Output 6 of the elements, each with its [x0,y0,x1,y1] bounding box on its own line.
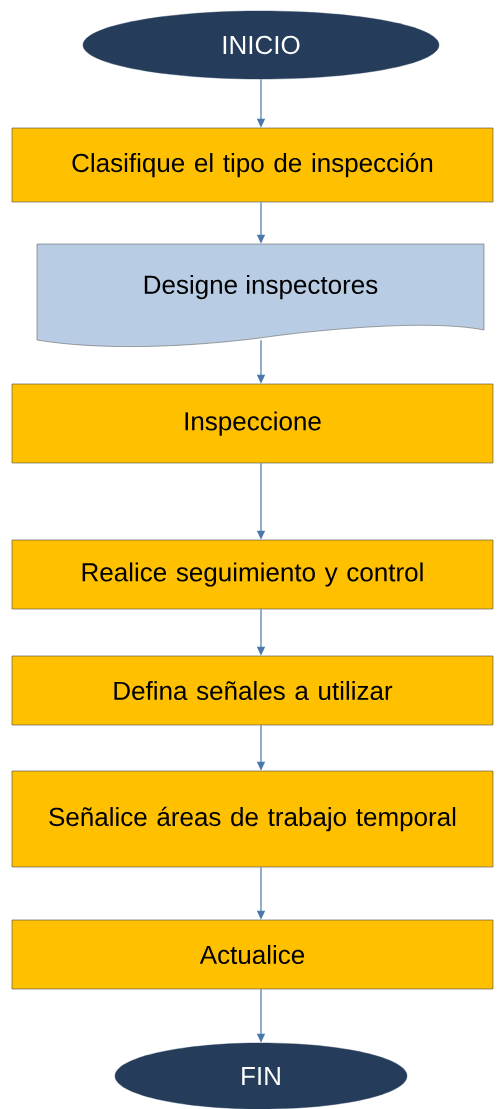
process-box: Inspeccione [11,383,494,464]
process-box: Señalice áreas de trabajo temporal [11,770,494,868]
process-box: Realice seguimiento y control [11,539,494,610]
process-box: Clasifique el tipo de inspección [11,127,494,203]
process-box: Actualice [11,919,494,990]
process-box: Defina señales a utilizar [11,655,494,726]
